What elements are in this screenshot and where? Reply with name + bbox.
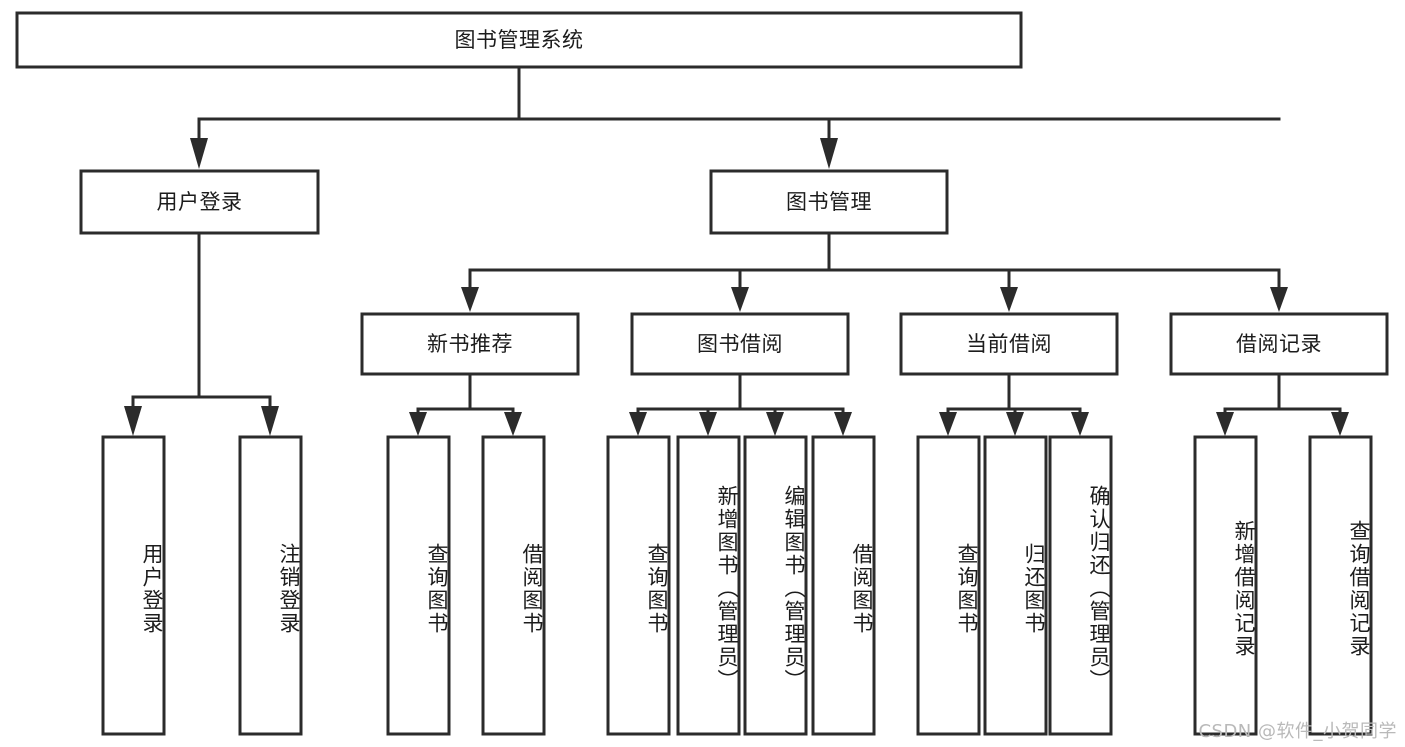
node-current-borrow-box[interactable] bbox=[899, 312, 1119, 376]
arrowhead-current-borrow-leaf-2 bbox=[1006, 412, 1024, 436]
connector-user-login-bus bbox=[131, 231, 272, 414]
connector-borrow-record-bus bbox=[1223, 372, 1342, 419]
leaf-box-book-borrow-1[interactable] bbox=[606, 435, 671, 736]
arrowhead-user-login-leaf-1 bbox=[124, 406, 142, 436]
arrowhead-to-current-borrow bbox=[1000, 287, 1018, 312]
leaf-box-borrow-record-1[interactable] bbox=[1193, 435, 1258, 736]
connector-book-manage-bus bbox=[468, 231, 1281, 294]
node-borrow-record-box[interactable] bbox=[1169, 312, 1389, 376]
watermark-text: CSDN @软件_小贺同学 bbox=[1198, 721, 1397, 742]
node-root-box[interactable] bbox=[15, 11, 1023, 69]
arrowhead-to-book-manage bbox=[820, 138, 838, 169]
arrowhead-borrow-record-leaf-1 bbox=[1216, 412, 1234, 436]
leaf-box-book-borrow-3[interactable] bbox=[743, 435, 808, 736]
connector-book-borrow-bus bbox=[636, 372, 845, 419]
leaf-box-current-borrow-1[interactable] bbox=[916, 435, 981, 736]
connector-current-borrow-bus bbox=[946, 372, 1082, 419]
leaf-box-new-book-1[interactable] bbox=[386, 435, 451, 736]
leaf-box-user-login-1[interactable] bbox=[101, 435, 166, 736]
connector-root-bus bbox=[197, 65, 1281, 145]
connector-new-book-bus bbox=[416, 372, 515, 419]
arrowhead-book-borrow-leaf-2 bbox=[699, 412, 717, 436]
arrowhead-to-new-book bbox=[461, 287, 479, 312]
arrowhead-new-book-leaf-2 bbox=[504, 412, 522, 436]
leaf-box-book-borrow-2[interactable] bbox=[676, 435, 741, 736]
leaf-box-user-login-2[interactable] bbox=[238, 435, 303, 736]
arrowhead-new-book-leaf-1 bbox=[409, 412, 427, 436]
arrowhead-book-borrow-leaf-4 bbox=[834, 412, 852, 436]
arrowhead-borrow-record-leaf-2 bbox=[1331, 412, 1349, 436]
arrowhead-current-borrow-leaf-1 bbox=[939, 412, 957, 436]
arrowhead-book-borrow-leaf-3 bbox=[766, 412, 784, 436]
leaf-box-current-borrow-2[interactable] bbox=[983, 435, 1048, 736]
arrowhead-to-user-login bbox=[190, 138, 208, 169]
node-book-manage-box[interactable] bbox=[709, 169, 949, 235]
arrowhead-to-borrow-record bbox=[1270, 287, 1288, 312]
arrowhead-current-borrow-leaf-3 bbox=[1071, 412, 1089, 436]
leaf-box-current-borrow-3[interactable] bbox=[1048, 435, 1113, 736]
arrowhead-user-login-leaf-2 bbox=[261, 406, 279, 436]
leaf-box-book-borrow-4[interactable] bbox=[811, 435, 876, 736]
leaf-box-borrow-record-2[interactable] bbox=[1308, 435, 1373, 736]
node-book-borrow-box[interactable] bbox=[630, 312, 850, 376]
arrowhead-to-book-borrow bbox=[731, 287, 749, 312]
node-user-login-box[interactable] bbox=[79, 169, 320, 235]
leaf-box-new-book-2[interactable] bbox=[481, 435, 546, 736]
arrowhead-book-borrow-leaf-1 bbox=[629, 412, 647, 436]
node-new-book-box[interactable] bbox=[360, 312, 580, 376]
